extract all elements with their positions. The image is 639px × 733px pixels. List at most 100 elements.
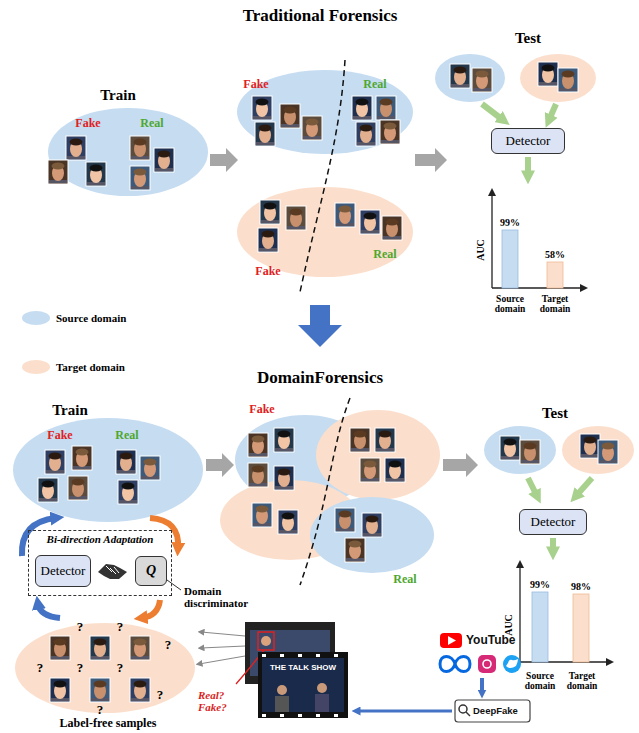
video-frame xyxy=(258,652,348,718)
axis-category: Source domain xyxy=(518,671,562,692)
face-thumbnail xyxy=(68,476,88,500)
film-hole xyxy=(316,654,320,657)
face-thumbnail xyxy=(45,450,65,474)
face-thumbnail xyxy=(339,511,352,518)
face-thumbnail xyxy=(335,508,355,532)
source-region xyxy=(435,54,505,102)
face-thumbnail xyxy=(260,200,280,224)
group-box: Bi-direction AdaptationDetectorQ xyxy=(28,530,172,596)
face-thumbnail xyxy=(384,123,397,130)
face-thumbnail xyxy=(385,458,405,482)
group-heading: Bi-direction Adaptation xyxy=(47,533,154,545)
face-thumbnail xyxy=(286,206,306,230)
face-thumbnail xyxy=(144,459,157,466)
section-label: Train xyxy=(52,402,88,419)
face-thumbnail xyxy=(454,67,467,74)
handshake-icon xyxy=(98,564,127,579)
face-thumbnail xyxy=(116,450,136,474)
axis-label: AUC xyxy=(475,239,486,261)
face-thumbnail xyxy=(356,122,376,146)
face-thumbnail xyxy=(94,639,107,646)
process-box: Detector xyxy=(491,128,565,154)
output-arrow xyxy=(550,538,556,552)
face-thumbnail xyxy=(280,104,300,128)
legend-text: Source domain xyxy=(56,312,126,324)
bar xyxy=(532,592,548,662)
unknown-mark: ? xyxy=(157,688,164,702)
axis-label: AUC xyxy=(503,614,514,636)
face-thumbnail xyxy=(602,443,615,450)
class-label: Real xyxy=(363,78,386,91)
target-region xyxy=(15,623,195,713)
face-thumbnail xyxy=(278,510,298,534)
face-thumbnail xyxy=(542,65,555,72)
bar-value: 58% xyxy=(545,249,565,260)
face-thumbnail xyxy=(94,681,107,688)
input-arrow xyxy=(576,478,592,496)
face-thumbnail xyxy=(562,71,575,78)
face-thumbnail xyxy=(130,636,150,660)
target-region xyxy=(316,410,440,500)
face-thumbnail xyxy=(258,228,278,252)
bar xyxy=(547,262,563,288)
meta-icon xyxy=(440,657,470,672)
face-thumbnail xyxy=(538,62,558,86)
box-text: Detector xyxy=(531,515,576,529)
face-thumbnail xyxy=(120,453,133,460)
axis-category: Target domain xyxy=(532,294,578,315)
face-thumbnail xyxy=(360,125,373,132)
face-thumbnail xyxy=(248,463,268,487)
face-thumbnail xyxy=(450,64,470,88)
face-thumbnail xyxy=(598,440,618,464)
person-figure xyxy=(277,685,287,695)
face-thumbnail xyxy=(130,678,150,702)
face-thumbnail xyxy=(345,538,365,562)
face-thumbnail xyxy=(38,478,58,502)
face-thumbnail xyxy=(302,116,322,140)
class-label: Real xyxy=(140,117,163,130)
highlight-box xyxy=(258,632,274,650)
leader-line xyxy=(167,580,181,590)
face-thumbnail xyxy=(259,125,272,132)
face-thumbnail xyxy=(524,443,537,450)
face-thumbnail xyxy=(264,203,277,210)
face-thumbnail xyxy=(375,428,395,452)
face-thumbnail xyxy=(356,99,369,106)
face-thumbnail xyxy=(255,122,275,146)
search-icon xyxy=(459,705,467,713)
face-thumbnail xyxy=(360,210,380,234)
process-box: Q xyxy=(135,556,167,586)
face-thumbnail xyxy=(376,96,396,120)
figure-heading: DomainForensics xyxy=(257,369,383,388)
unknown-mark: ? xyxy=(117,620,124,634)
screen-text: THE TALK SHOW xyxy=(270,664,336,673)
face-thumbnail xyxy=(90,678,110,702)
twitter-icon xyxy=(506,659,518,668)
chart-axis xyxy=(519,564,520,662)
face-thumbnail xyxy=(306,119,319,126)
decision-boundary xyxy=(300,398,350,585)
flow-arrow xyxy=(206,453,234,477)
face-thumbnail xyxy=(500,436,520,460)
legend-text: Target domain xyxy=(56,361,125,373)
instagram-icon xyxy=(483,660,491,668)
class-label: Fake xyxy=(243,78,268,91)
section-label: Test xyxy=(542,405,568,422)
figure-heading: Traditional Forensics xyxy=(243,7,398,26)
process-box: Detector xyxy=(519,509,587,535)
face-thumbnail xyxy=(352,96,372,120)
input-arrow xyxy=(482,104,503,120)
unknown-mark: ? xyxy=(77,620,84,634)
face-thumbnail xyxy=(584,437,597,444)
face-thumbnail xyxy=(580,434,600,458)
face-thumbnail xyxy=(380,120,400,144)
face-thumbnail xyxy=(472,68,492,92)
face-thumbnail xyxy=(360,458,380,482)
face-thumbnail xyxy=(130,678,150,702)
face-thumbnail xyxy=(134,139,147,146)
face-thumbnail xyxy=(538,62,558,86)
flow-arrow xyxy=(415,148,447,172)
film-hole xyxy=(316,714,320,717)
face-thumbnail xyxy=(90,678,110,702)
